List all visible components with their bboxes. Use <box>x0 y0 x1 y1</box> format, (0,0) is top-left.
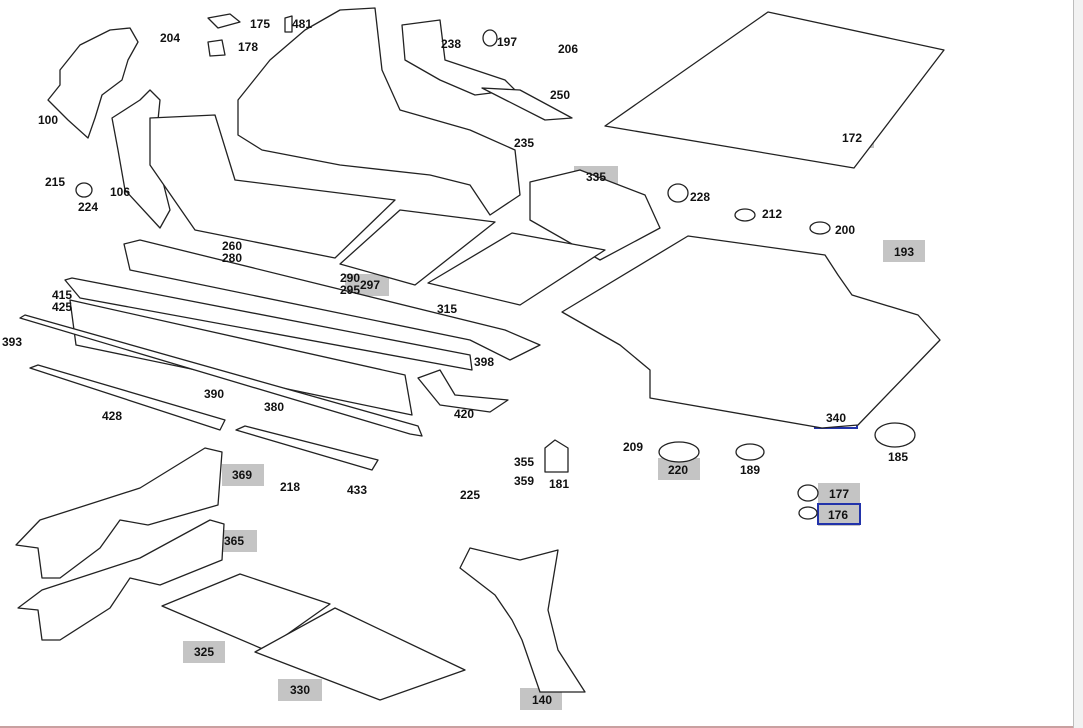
label-189: 189 <box>740 463 760 477</box>
label-355: 355 <box>514 455 534 469</box>
part-100-sound-insulation[interactable] <box>47 27 139 139</box>
label-393: 393 <box>2 335 22 349</box>
label-209: 209 <box>623 440 643 454</box>
highlight-369 <box>222 464 264 486</box>
label-238: 238 <box>441 37 461 51</box>
label-212: 212 <box>762 207 782 221</box>
label-428: 428 <box>102 409 122 423</box>
part-325-mat[interactable] <box>161 573 331 651</box>
highlight-193 <box>883 240 925 262</box>
part-415-sill[interactable] <box>64 277 473 371</box>
label-398: 398 <box>474 355 494 369</box>
label-106: 106 <box>110 185 130 199</box>
part-393-strip[interactable] <box>19 314 423 437</box>
highlight-177 <box>818 483 860 505</box>
part-260-front-mat[interactable] <box>149 114 396 259</box>
label-433: 433 <box>347 483 367 497</box>
label-215: 215 <box>45 175 65 189</box>
label-224: 224 <box>78 200 98 214</box>
label-420: 420 <box>454 407 474 421</box>
part-428-scuff-plate[interactable] <box>29 364 226 431</box>
part-290-mat-insert[interactable] <box>339 209 496 286</box>
part-181-cover[interactable] <box>544 439 569 473</box>
part-340-main-mat[interactable] <box>561 235 941 429</box>
label-369: 369 <box>232 468 252 482</box>
part-330-mat[interactable] <box>254 607 466 701</box>
label-225: 225 <box>460 488 480 502</box>
label-172: 172 <box>842 131 862 145</box>
label-295: 295 <box>340 283 360 297</box>
part-398-sill-long[interactable] <box>123 239 541 361</box>
label-206: 206 <box>558 42 578 56</box>
label-197: 197 <box>497 35 517 49</box>
label-140: 140 <box>532 693 552 707</box>
part-238-bracket[interactable] <box>401 19 516 96</box>
label-185: 185 <box>888 450 908 464</box>
label-415: 415 <box>52 288 72 302</box>
part-365-trim-front[interactable] <box>17 519 225 641</box>
highlight-330 <box>278 679 322 701</box>
label-335: 335 <box>586 170 606 184</box>
label-181: 181 <box>549 477 569 491</box>
part-176-washer[interactable] <box>798 506 818 520</box>
label-235: 235 <box>514 136 534 150</box>
part-224-grommet[interactable] <box>75 182 93 198</box>
highlight-325 <box>183 641 225 663</box>
part-212-plug[interactable] <box>734 208 756 222</box>
label-200: 200 <box>835 223 855 237</box>
label-340: 340 <box>826 411 846 425</box>
part-315-mat[interactable] <box>427 232 606 306</box>
highlight-140 <box>520 688 562 710</box>
part-220-cap[interactable] <box>658 441 700 463</box>
label-359: 359 <box>514 474 534 488</box>
part-481-clip[interactable] <box>284 15 293 33</box>
highlight-297 <box>345 274 389 296</box>
label-481: 481 <box>292 17 312 31</box>
label-260: 260 <box>222 239 242 253</box>
label-290: 290 <box>340 271 360 285</box>
label-315: 315 <box>437 302 457 316</box>
part-175-clip[interactable] <box>207 13 241 29</box>
part-420-bracket[interactable] <box>417 369 509 413</box>
part-250-trim[interactable] <box>481 87 573 121</box>
label-100: 100 <box>38 113 58 127</box>
label-330: 330 <box>290 683 310 697</box>
part-335-cover[interactable] <box>529 169 661 261</box>
label-177: 177 <box>829 487 849 501</box>
label-218: 218 <box>280 480 300 494</box>
part-369-trim-rear[interactable] <box>15 447 223 579</box>
label-176: 176 <box>828 508 848 522</box>
label-390: 390 <box>204 387 224 401</box>
part-178-clip[interactable] <box>207 39 226 57</box>
part-197-grommet[interactable] <box>482 29 498 47</box>
part-433-scuff-plate[interactable] <box>235 425 379 471</box>
part-185-grommet[interactable] <box>874 422 916 448</box>
label-178: 178 <box>238 40 258 54</box>
part-228-grommet[interactable] <box>667 183 689 203</box>
part-235-tunnel-cover[interactable] <box>237 7 521 216</box>
label-425: 425 <box>52 300 72 314</box>
vertical-scrollbar[interactable] <box>1073 0 1083 728</box>
part-177-bushing[interactable] <box>797 484 819 502</box>
part-200-plug[interactable] <box>809 221 831 235</box>
label-204: 204 <box>160 31 180 45</box>
part-189-cap[interactable] <box>735 443 765 461</box>
highlight-176 <box>818 504 860 526</box>
label-280: 280 <box>222 251 242 265</box>
label-193: 193 <box>894 245 914 259</box>
part-140-floor-panel[interactable] <box>459 547 586 693</box>
label-175: 175 <box>250 17 270 31</box>
label-325: 325 <box>194 645 214 659</box>
label-250: 250 <box>550 88 570 102</box>
part-172-rear-mat[interactable] <box>604 11 945 169</box>
label-228: 228 <box>690 190 710 204</box>
label-220: 220 <box>668 463 688 477</box>
label-365: 365 <box>224 534 244 548</box>
label-380: 380 <box>264 400 284 414</box>
label-297: 297 <box>360 278 380 292</box>
highlight-220 <box>658 458 700 480</box>
selection-box-176[interactable] <box>817 503 861 525</box>
